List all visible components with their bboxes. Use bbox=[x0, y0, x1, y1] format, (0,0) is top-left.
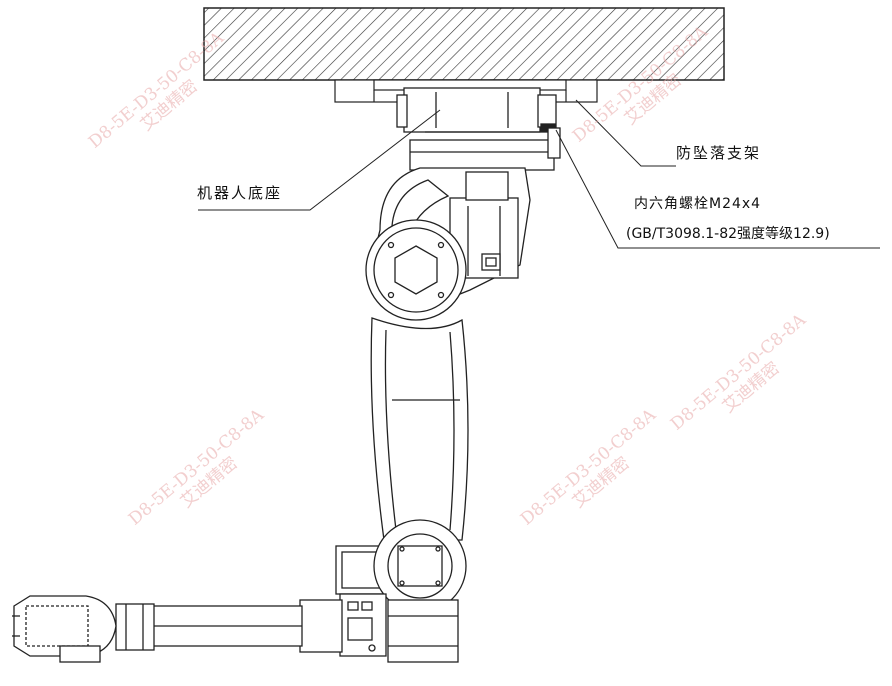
bolt-spec-label: 内六角螺栓M24x4 bbox=[634, 196, 762, 212]
robot-base-label: 机器人底座 bbox=[197, 184, 283, 202]
ceiling-slab bbox=[203, 7, 725, 81]
leader-robot-base bbox=[198, 109, 441, 211]
leader-bolt bbox=[555, 129, 880, 249]
lower-arm bbox=[370, 317, 469, 541]
forearm bbox=[115, 599, 343, 653]
bolt-standard-label: (GB/T3098.1-82强度等级12.9) bbox=[626, 226, 830, 242]
robot-base bbox=[396, 87, 561, 171]
leader-lines bbox=[198, 99, 880, 249]
leader-fall-bracket bbox=[575, 99, 676, 167]
fall-protection-bracket-label: 防坠落支架 bbox=[676, 144, 762, 162]
wrist-flange bbox=[12, 595, 117, 663]
j2-joint bbox=[365, 219, 467, 321]
j3-joint bbox=[335, 519, 467, 663]
